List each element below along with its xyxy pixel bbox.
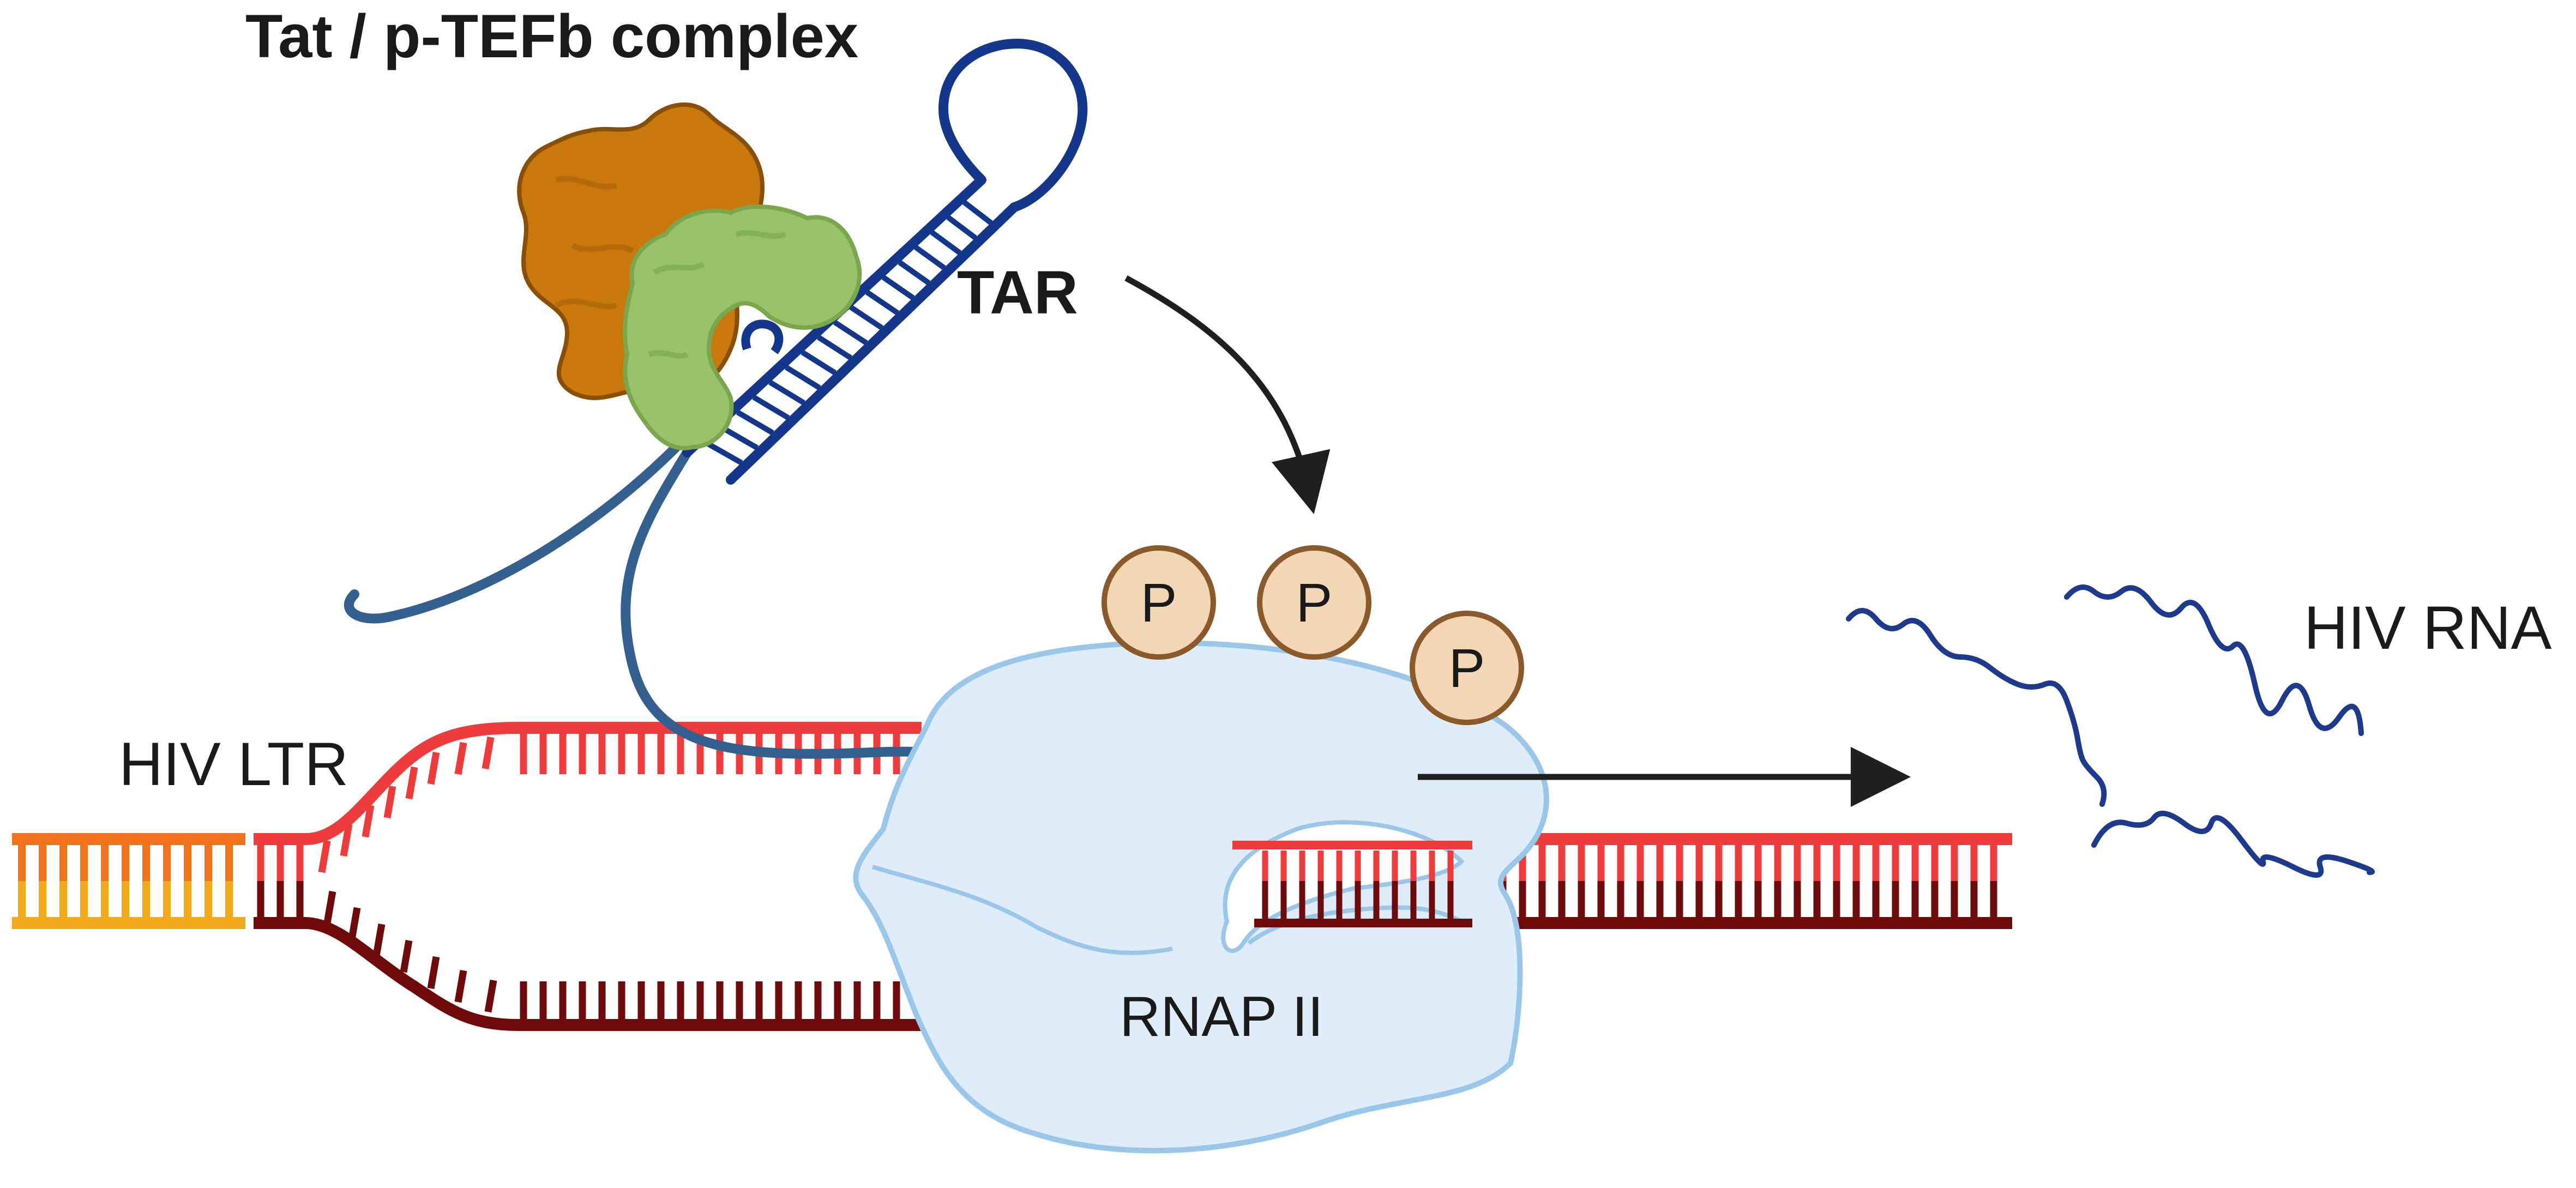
base-pair-rung: [898, 260, 931, 286]
base-pair-rung: [703, 439, 743, 466]
base-pair-rung: [720, 425, 759, 450]
rnap-label: RNAP II: [1120, 985, 1323, 1048]
base-pair-rung: [405, 766, 418, 800]
phosphate-icon: P: [1449, 638, 1485, 699]
phosphate-group-3: P: [1410, 611, 1524, 725]
base-pair-rung: [484, 979, 497, 1013]
base-pair-rung: [323, 890, 336, 924]
base-pair-rung: [736, 409, 774, 436]
tar-to-rnap-arrow: [1124, 275, 1331, 514]
ltr-label: HIV LTR: [119, 730, 348, 798]
dna-duplex: [254, 722, 2012, 1031]
rnap-ii-icon: RNAP II: [853, 640, 1549, 1154]
base-pair-rung: [752, 395, 790, 420]
base-pair-rung: [849, 305, 884, 330]
phosphate-icon: P: [1296, 572, 1333, 634]
base-pair-rung: [817, 335, 852, 360]
base-pair-rung: [427, 751, 440, 785]
base-pair-rung: [930, 230, 962, 256]
hiv-rna-label: HIV RNA: [2304, 594, 2552, 662]
phosphate-group-1: P: [1102, 545, 1216, 660]
base-pair-rung: [348, 907, 361, 940]
base-pair-rung: [482, 736, 495, 770]
base-pair-rung: [833, 319, 868, 346]
base-pair-rung: [914, 245, 946, 270]
base-pair-rung: [801, 349, 837, 376]
base-pair-rung: [865, 290, 899, 316]
base-pair-rung: [946, 215, 978, 240]
base-pair-rung: [362, 804, 375, 838]
base-pair-rung: [454, 741, 467, 775]
base-pair-rung: [372, 923, 386, 957]
base-pair-rung: [784, 365, 821, 390]
base-pair-rung: [340, 823, 353, 857]
dna-through-rnap: [1232, 841, 1472, 927]
base-pair-rung: [318, 840, 331, 873]
base-pair-rung: [962, 200, 993, 225]
base-pair-rung: [881, 275, 915, 300]
hiv-rna-strand-icon: [1846, 584, 2375, 878]
base-pair-rung: [383, 785, 396, 819]
base-pair-rung: [768, 379, 805, 406]
phosphate-icon: P: [1141, 572, 1177, 634]
tar-label: TAR: [957, 258, 1078, 327]
base-pair-rung: [400, 939, 413, 973]
base-pair-rung: [454, 969, 467, 1003]
base-pair-rung: [427, 956, 440, 990]
phosphate-group-2: P: [1257, 545, 1371, 660]
ltr-duplex: [12, 833, 245, 929]
complex-title: Tat / p-TEFb complex: [245, 2, 858, 70]
tat-protein-icon: [622, 204, 862, 450]
